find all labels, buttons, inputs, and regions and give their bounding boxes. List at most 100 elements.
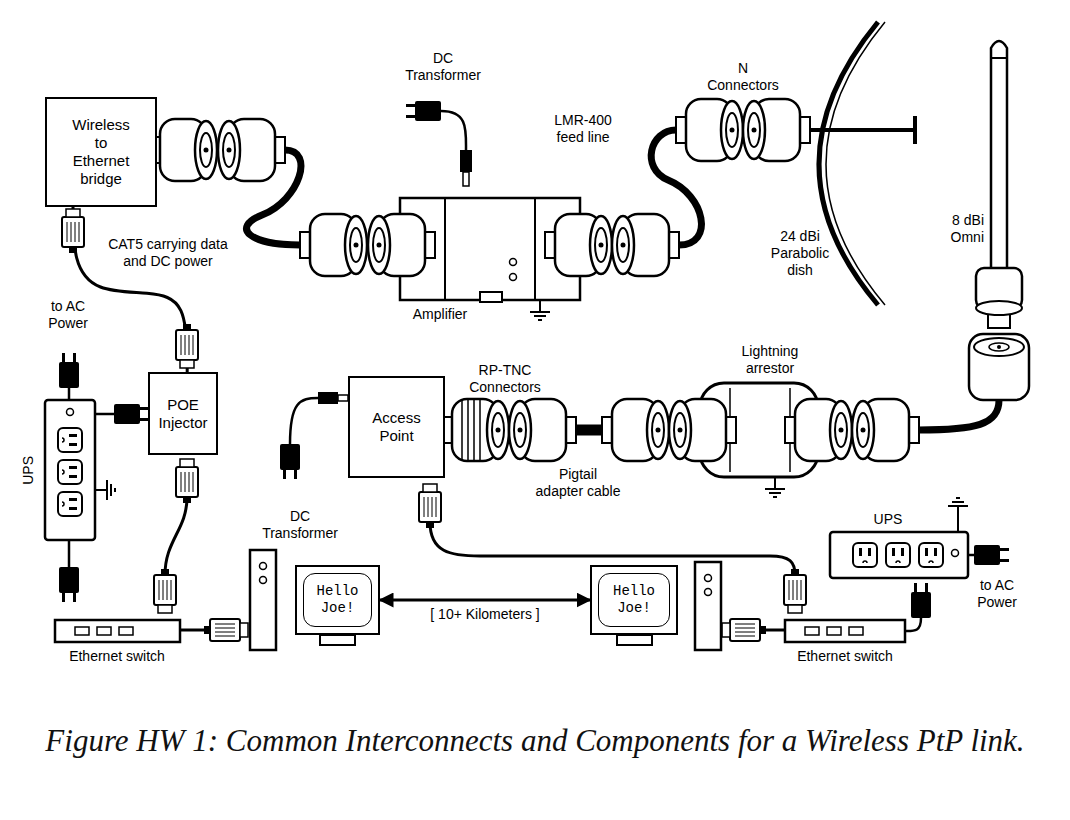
ups-body — [58, 428, 82, 452]
coax-connector — [785, 399, 852, 461]
omni-antenna — [989, 343, 1009, 351]
part-label: CAT5 carrying data and DC power — [98, 236, 238, 270]
node-text: Wireless to Ethernet bridge — [72, 116, 130, 188]
power-plug — [59, 353, 79, 388]
part-label: RP-TNC Connectors — [469, 362, 541, 396]
ethernet-switch-body — [805, 627, 819, 635]
coax-connector — [442, 399, 509, 461]
coax-connector — [669, 399, 736, 461]
power-cord — [905, 618, 921, 631]
part-label: Pigtail adapter cable — [535, 466, 622, 500]
power-plug — [911, 583, 931, 618]
dc-barrel-plug — [318, 392, 338, 404]
computer-tower — [705, 575, 712, 582]
edge-label: [ 10+ Kilometers ] — [427, 606, 542, 623]
ups-body — [919, 543, 943, 567]
computer-tower — [695, 562, 721, 650]
node-text: Hello Joe! — [613, 583, 655, 617]
monitor-stand — [320, 635, 652, 645]
amplifier-body — [510, 259, 517, 266]
power-cord — [95, 413, 114, 416]
rj45-plug — [204, 619, 248, 641]
cable — [576, 425, 604, 436]
power-plug — [59, 101, 1009, 618]
coax-connector — [509, 399, 576, 461]
node-text: POE Injector — [158, 396, 207, 432]
power-plug — [280, 444, 300, 479]
part-label: DC Transformer — [262, 508, 338, 542]
rj45-plug — [176, 324, 198, 368]
part-label: N Connectors — [707, 60, 779, 94]
dc-barrel-plug — [460, 150, 472, 172]
omni-antenna — [969, 334, 1029, 400]
rj45-plug — [154, 569, 176, 613]
ethernet-switch-body — [55, 620, 905, 642]
distance-arrow — [380, 599, 590, 602]
cable — [165, 130, 999, 630]
ethernet-switch-body — [785, 620, 905, 642]
coax-connector — [368, 214, 435, 276]
power-cord — [69, 111, 974, 631]
part-label: to AC Power — [48, 298, 88, 332]
parabolic-dish — [826, 22, 885, 305]
ups-body — [952, 550, 959, 557]
computer-tower — [250, 550, 721, 650]
dc-barrel-plug — [463, 172, 469, 186]
part-label: Ethernet switch — [797, 648, 893, 665]
omni-antenna — [991, 41, 1007, 272]
amplifier-body — [480, 292, 502, 302]
ups-body — [58, 460, 82, 484]
part-label: DC Transformer — [405, 50, 481, 84]
lightning-arrestor — [765, 477, 785, 497]
power-cord — [441, 111, 466, 150]
part-label: 24 dBi Parabolic dish — [760, 228, 840, 278]
computer-tower — [260, 577, 267, 584]
ethernet-switch-body — [849, 627, 863, 635]
rj45-plug — [62, 209, 84, 253]
power-cord — [68, 388, 71, 400]
ups-body — [886, 543, 910, 567]
ups-body — [67, 409, 74, 416]
coax-connector — [545, 214, 612, 276]
ethernet-switch-body — [119, 627, 133, 635]
ethernet-switch-body — [97, 627, 111, 635]
ethernet-switch-body — [55, 620, 180, 642]
amplifier-body — [510, 274, 517, 281]
coax-connector — [150, 119, 217, 181]
part-label: Amplifier — [390, 306, 490, 323]
bridge-box: Wireless to Ethernet bridge — [45, 97, 157, 207]
part-label: to AC Power — [977, 577, 1017, 611]
monitor-stand — [617, 635, 652, 645]
ups-body — [948, 498, 968, 518]
cat5-cable — [73, 207, 187, 372]
ups-body — [45, 400, 95, 540]
part-label: UPS — [874, 511, 903, 528]
figure-caption: Figure HW 1: Common Interconnects and Co… — [20, 722, 1050, 761]
node-text: Access Point — [372, 409, 420, 445]
part-label: LMR-400 feed line — [548, 112, 618, 146]
part-label: UPS — [20, 456, 37, 485]
rj45-plug — [722, 619, 766, 641]
ups-body — [853, 543, 877, 567]
computer-tower — [705, 589, 712, 596]
computer-tower — [260, 563, 267, 570]
cable — [165, 497, 187, 575]
coax-connector — [218, 119, 285, 181]
power-cord — [290, 398, 318, 444]
node-text: Hello Joe! — [316, 583, 358, 617]
computer-tower — [250, 550, 276, 650]
power-plug — [974, 545, 1009, 565]
ethernet-switch-body — [75, 627, 89, 635]
power-plug — [59, 567, 79, 602]
rj45-plug — [419, 484, 441, 528]
part-label: Lightning arrestor — [742, 343, 799, 377]
ups-body — [95, 480, 115, 500]
omni-antenna — [976, 301, 1022, 315]
power-plug — [406, 101, 441, 121]
power-plug — [114, 404, 149, 424]
omni-antenna — [991, 57, 1007, 59]
coax-connector — [612, 214, 679, 276]
coax-connector — [676, 99, 743, 161]
ups-body — [830, 532, 968, 578]
